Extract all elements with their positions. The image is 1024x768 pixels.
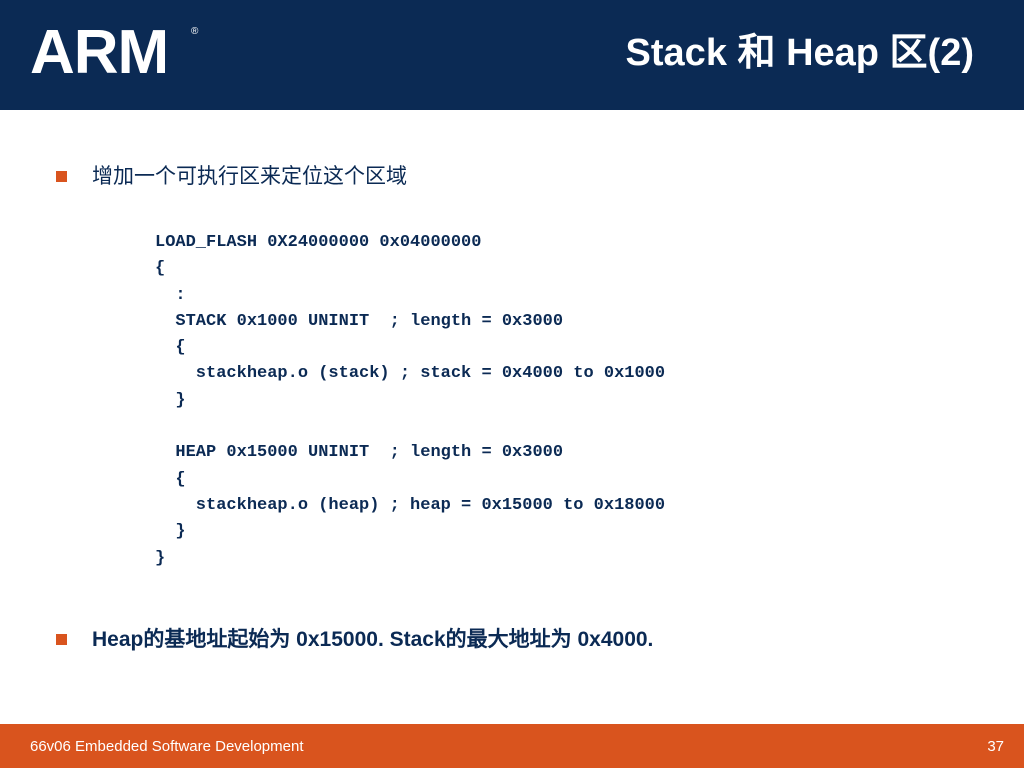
footer-course-title: 66v06 Embedded Software Development	[30, 738, 304, 755]
slide-title: Stack 和 Heap 区(2)	[625, 32, 974, 74]
bullet-marker	[56, 634, 67, 645]
footer-bar: 66v06 Embedded Software Development 37	[0, 724, 1024, 768]
header-bar: ARM ® Stack 和 Heap 区(2)	[0, 0, 1024, 110]
bullet-text-1: 增加一个可执行区来定位这个区域	[92, 165, 407, 188]
bullet-marker	[56, 171, 67, 182]
bullet-text-2: Heap的基地址起始为 0x15000. Stack的最大地址为 0x4000.	[92, 628, 654, 651]
page-number: 37	[987, 738, 1004, 755]
code-block: LOAD_FLASH 0X24000000 0x04000000 { : STA…	[155, 233, 666, 568]
registered-mark: ®	[191, 26, 199, 37]
arm-logo: ARM	[30, 18, 169, 87]
